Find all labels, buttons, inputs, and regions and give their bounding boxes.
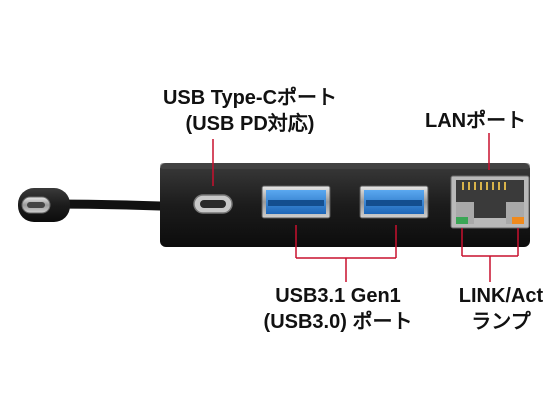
link-act-lamp-label-line2: ランプ <box>471 311 531 333</box>
link-act-lamp-label: LINK/Act ランプ <box>436 283 560 335</box>
usb-a-port-label-line1: USB3.1 Gen1 <box>275 285 401 307</box>
usb-c-port-label: USB Type-Cポート (USB PD対応) <box>140 85 360 137</box>
rj45-port-icon <box>450 175 530 229</box>
usb-a-port-icon <box>359 185 429 219</box>
adapter-body <box>160 163 530 247</box>
led-icon <box>456 217 468 224</box>
usb-c-plug-icon <box>18 188 70 222</box>
usb-a-port-label: USB3.1 Gen1 (USB3.0) ポート <box>238 283 438 335</box>
usb-c-port-icon <box>193 194 233 214</box>
lan-port-label: LANポート <box>425 110 527 132</box>
usb-a-port-label-line2: (USB3.0) ポート <box>263 311 413 333</box>
link-act-lamp-label-line1: LINK/Act <box>458 285 544 307</box>
callout-lines <box>212 133 519 282</box>
usb-a-port-icon <box>261 185 331 219</box>
usb-c-port-label-line1: USB Type-Cポート <box>162 87 338 109</box>
usb-c-port-label-line2: (USB PD対応) <box>185 113 315 135</box>
led-icon <box>512 217 524 224</box>
